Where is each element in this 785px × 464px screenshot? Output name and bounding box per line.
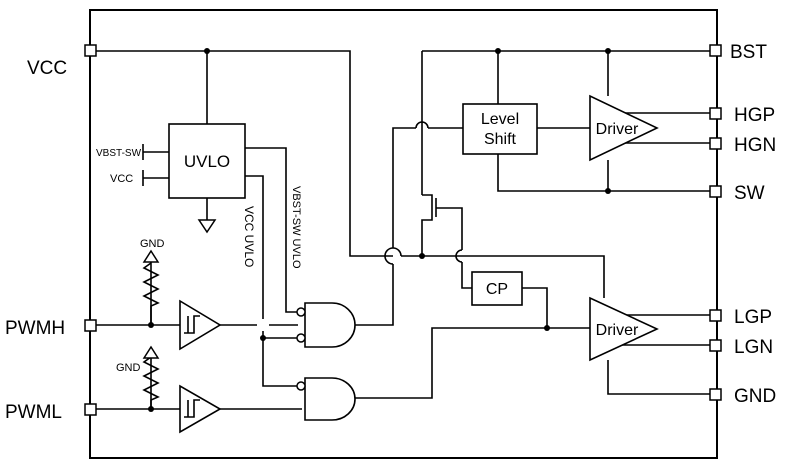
cp-label: CP — [486, 281, 508, 298]
pin-sw — [709, 185, 722, 198]
pin-gnd — [709, 388, 722, 401]
gnd-label-top: GND — [140, 238, 165, 250]
schmitt-buffer-low — [179, 384, 222, 434]
pin-bst — [709, 44, 722, 57]
pin-lgp — [709, 309, 722, 322]
pin-label-bst: BST — [730, 42, 767, 63]
level-shift-label-line2: Shift — [484, 131, 517, 148]
and-gate-high — [296, 302, 356, 348]
pin-hgn — [709, 137, 722, 150]
and-gate-low — [296, 377, 356, 421]
gnd-arrow-top — [142, 249, 160, 263]
driver-high-block: Driver — [589, 94, 659, 162]
pin-label-gnd: GND — [734, 386, 776, 407]
level-shift-label-line1: Level — [481, 111, 519, 128]
pin-pwml — [84, 403, 97, 416]
vcc-uvlo-label: VCC UVLO — [242, 206, 256, 267]
uvlo-ground-symbol — [197, 219, 217, 234]
vbst-sw-uvlo-label: VBST-SW UVLO — [290, 186, 302, 269]
pin-hgp — [709, 107, 722, 120]
pin-label-pwml: PWML — [5, 402, 62, 423]
level-shift-block: Level Shift — [462, 103, 538, 155]
pin-label-vcc: VCC — [27, 58, 67, 79]
pin-label-lgp: LGP — [734, 307, 772, 328]
input-label-vbst-sw: VBST-SW — [96, 148, 142, 159]
driver-low-label: Driver — [596, 322, 639, 339]
driver-high-label: Driver — [596, 121, 639, 138]
gnd-arrow-bottom — [142, 345, 160, 359]
uvlo-label: UVLO — [184, 152, 230, 171]
pin-vcc — [84, 44, 97, 57]
gnd-label-bottom: GND — [116, 362, 141, 374]
junctions — [148, 48, 611, 412]
wires — [96, 50, 710, 410]
driver-low-block: Driver — [589, 296, 659, 362]
pin-label-lgn: LGN — [734, 337, 773, 358]
cp-block: CP — [471, 271, 523, 306]
chip-outline — [89, 9, 718, 459]
pins — [84, 44, 722, 416]
pin-label-pwmh: PWMH — [5, 318, 65, 339]
pin-label-hgn: HGN — [734, 135, 776, 156]
input-label-vcc: VCC — [110, 173, 133, 185]
pin-label-hgp: HGP — [734, 105, 775, 126]
pin-lgn — [709, 339, 722, 352]
schmitt-buffer-high — [179, 299, 222, 351]
uvlo-block: UVLO — [168, 123, 246, 199]
pin-pwmh — [84, 319, 97, 332]
pin-label-sw: SW — [734, 183, 765, 204]
